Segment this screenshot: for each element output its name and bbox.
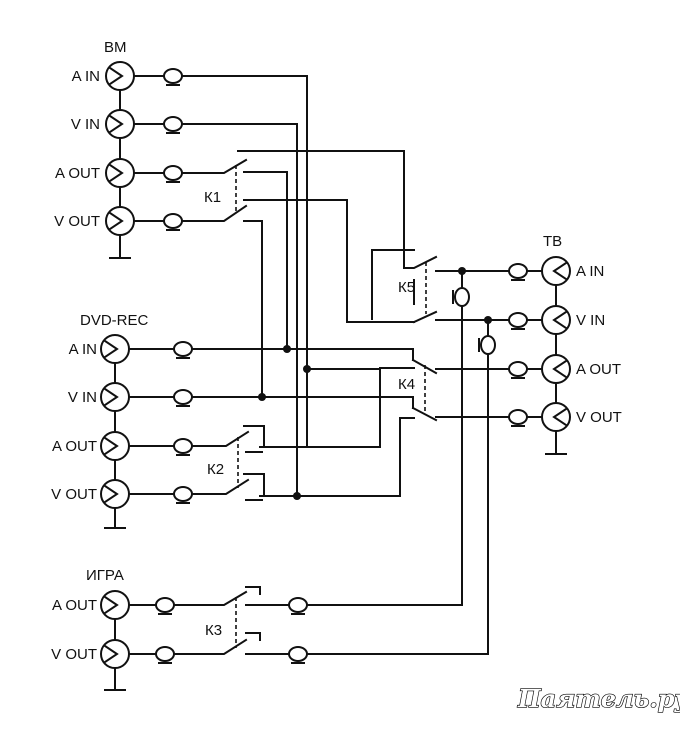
plug-icon [478, 335, 496, 355]
plug-icon [173, 438, 193, 456]
dvd-title: DVD-REC [80, 312, 149, 329]
jack-icon [105, 109, 135, 139]
plug-icon [155, 597, 175, 615]
dvd-port-label: A IN [69, 341, 97, 358]
plug-icon [508, 361, 528, 379]
junction-dot [283, 345, 291, 353]
plug-icon [508, 263, 528, 281]
vm-port-label: V IN [71, 116, 100, 133]
switch-label-k1: К1 [204, 189, 221, 206]
jack-icon [541, 256, 571, 286]
plug-icon [163, 165, 183, 183]
jack-icon [100, 334, 130, 364]
plug-connectors [155, 68, 528, 664]
vm-port-label: V OUT [54, 213, 100, 230]
dvd-jack-stack [100, 334, 130, 529]
watermark: Паятель.ру [517, 684, 680, 713]
jack-icon [541, 402, 571, 432]
junction-dot [484, 316, 492, 324]
game-title: ИГРА [86, 567, 124, 584]
vm-title: ВМ [104, 39, 127, 56]
plug-icon [163, 116, 183, 134]
tv-port-label: V OUT [576, 409, 622, 426]
game-jack-stack [100, 590, 130, 691]
jack-icon [100, 382, 130, 412]
vm-jack-stack [105, 61, 135, 259]
plug-icon [173, 486, 193, 504]
game-port-label: A OUT [52, 597, 97, 614]
tv-title: ТВ [543, 233, 562, 250]
junction-dot [458, 267, 466, 275]
jack-icon [100, 479, 130, 509]
switch-label-k3: К3 [205, 622, 222, 639]
game-port-label: V OUT [51, 646, 97, 663]
switch-label-k5: К5 [398, 279, 415, 296]
vm-port-label: A OUT [55, 165, 100, 182]
plug-icon [155, 646, 175, 664]
plug-icon [288, 646, 308, 664]
dvd-port-label: A OUT [52, 438, 97, 455]
plug-icon [508, 409, 528, 427]
plug-icon [163, 68, 183, 86]
jack-icon [541, 305, 571, 335]
jack-icon [105, 206, 135, 236]
plug-icon [173, 389, 193, 407]
switch-label-k2: К2 [207, 461, 224, 478]
jack-icon [100, 590, 130, 620]
tv-port-label: A IN [576, 263, 604, 280]
tv-jack-stack [541, 256, 571, 455]
jack-icon [100, 431, 130, 461]
plug-icon [508, 312, 528, 330]
switch-label-k4: К4 [398, 376, 415, 393]
dvd-port-label: V OUT [51, 486, 97, 503]
plug-icon [163, 213, 183, 231]
junction-dot [293, 492, 301, 500]
jack-icon [105, 61, 135, 91]
tv-port-label: A OUT [576, 361, 621, 378]
tv-port-label: V IN [576, 312, 605, 329]
plug-icon [173, 341, 193, 359]
jack-icon [105, 158, 135, 188]
jack-icon [100, 639, 130, 669]
jack-icon [541, 354, 571, 384]
plug-icon [452, 287, 470, 307]
dvd-port-label: V IN [68, 389, 97, 406]
plug-icon [288, 597, 308, 615]
junction-dot [258, 393, 266, 401]
vm-port-label: A IN [72, 68, 100, 85]
wiring [128, 75, 543, 655]
